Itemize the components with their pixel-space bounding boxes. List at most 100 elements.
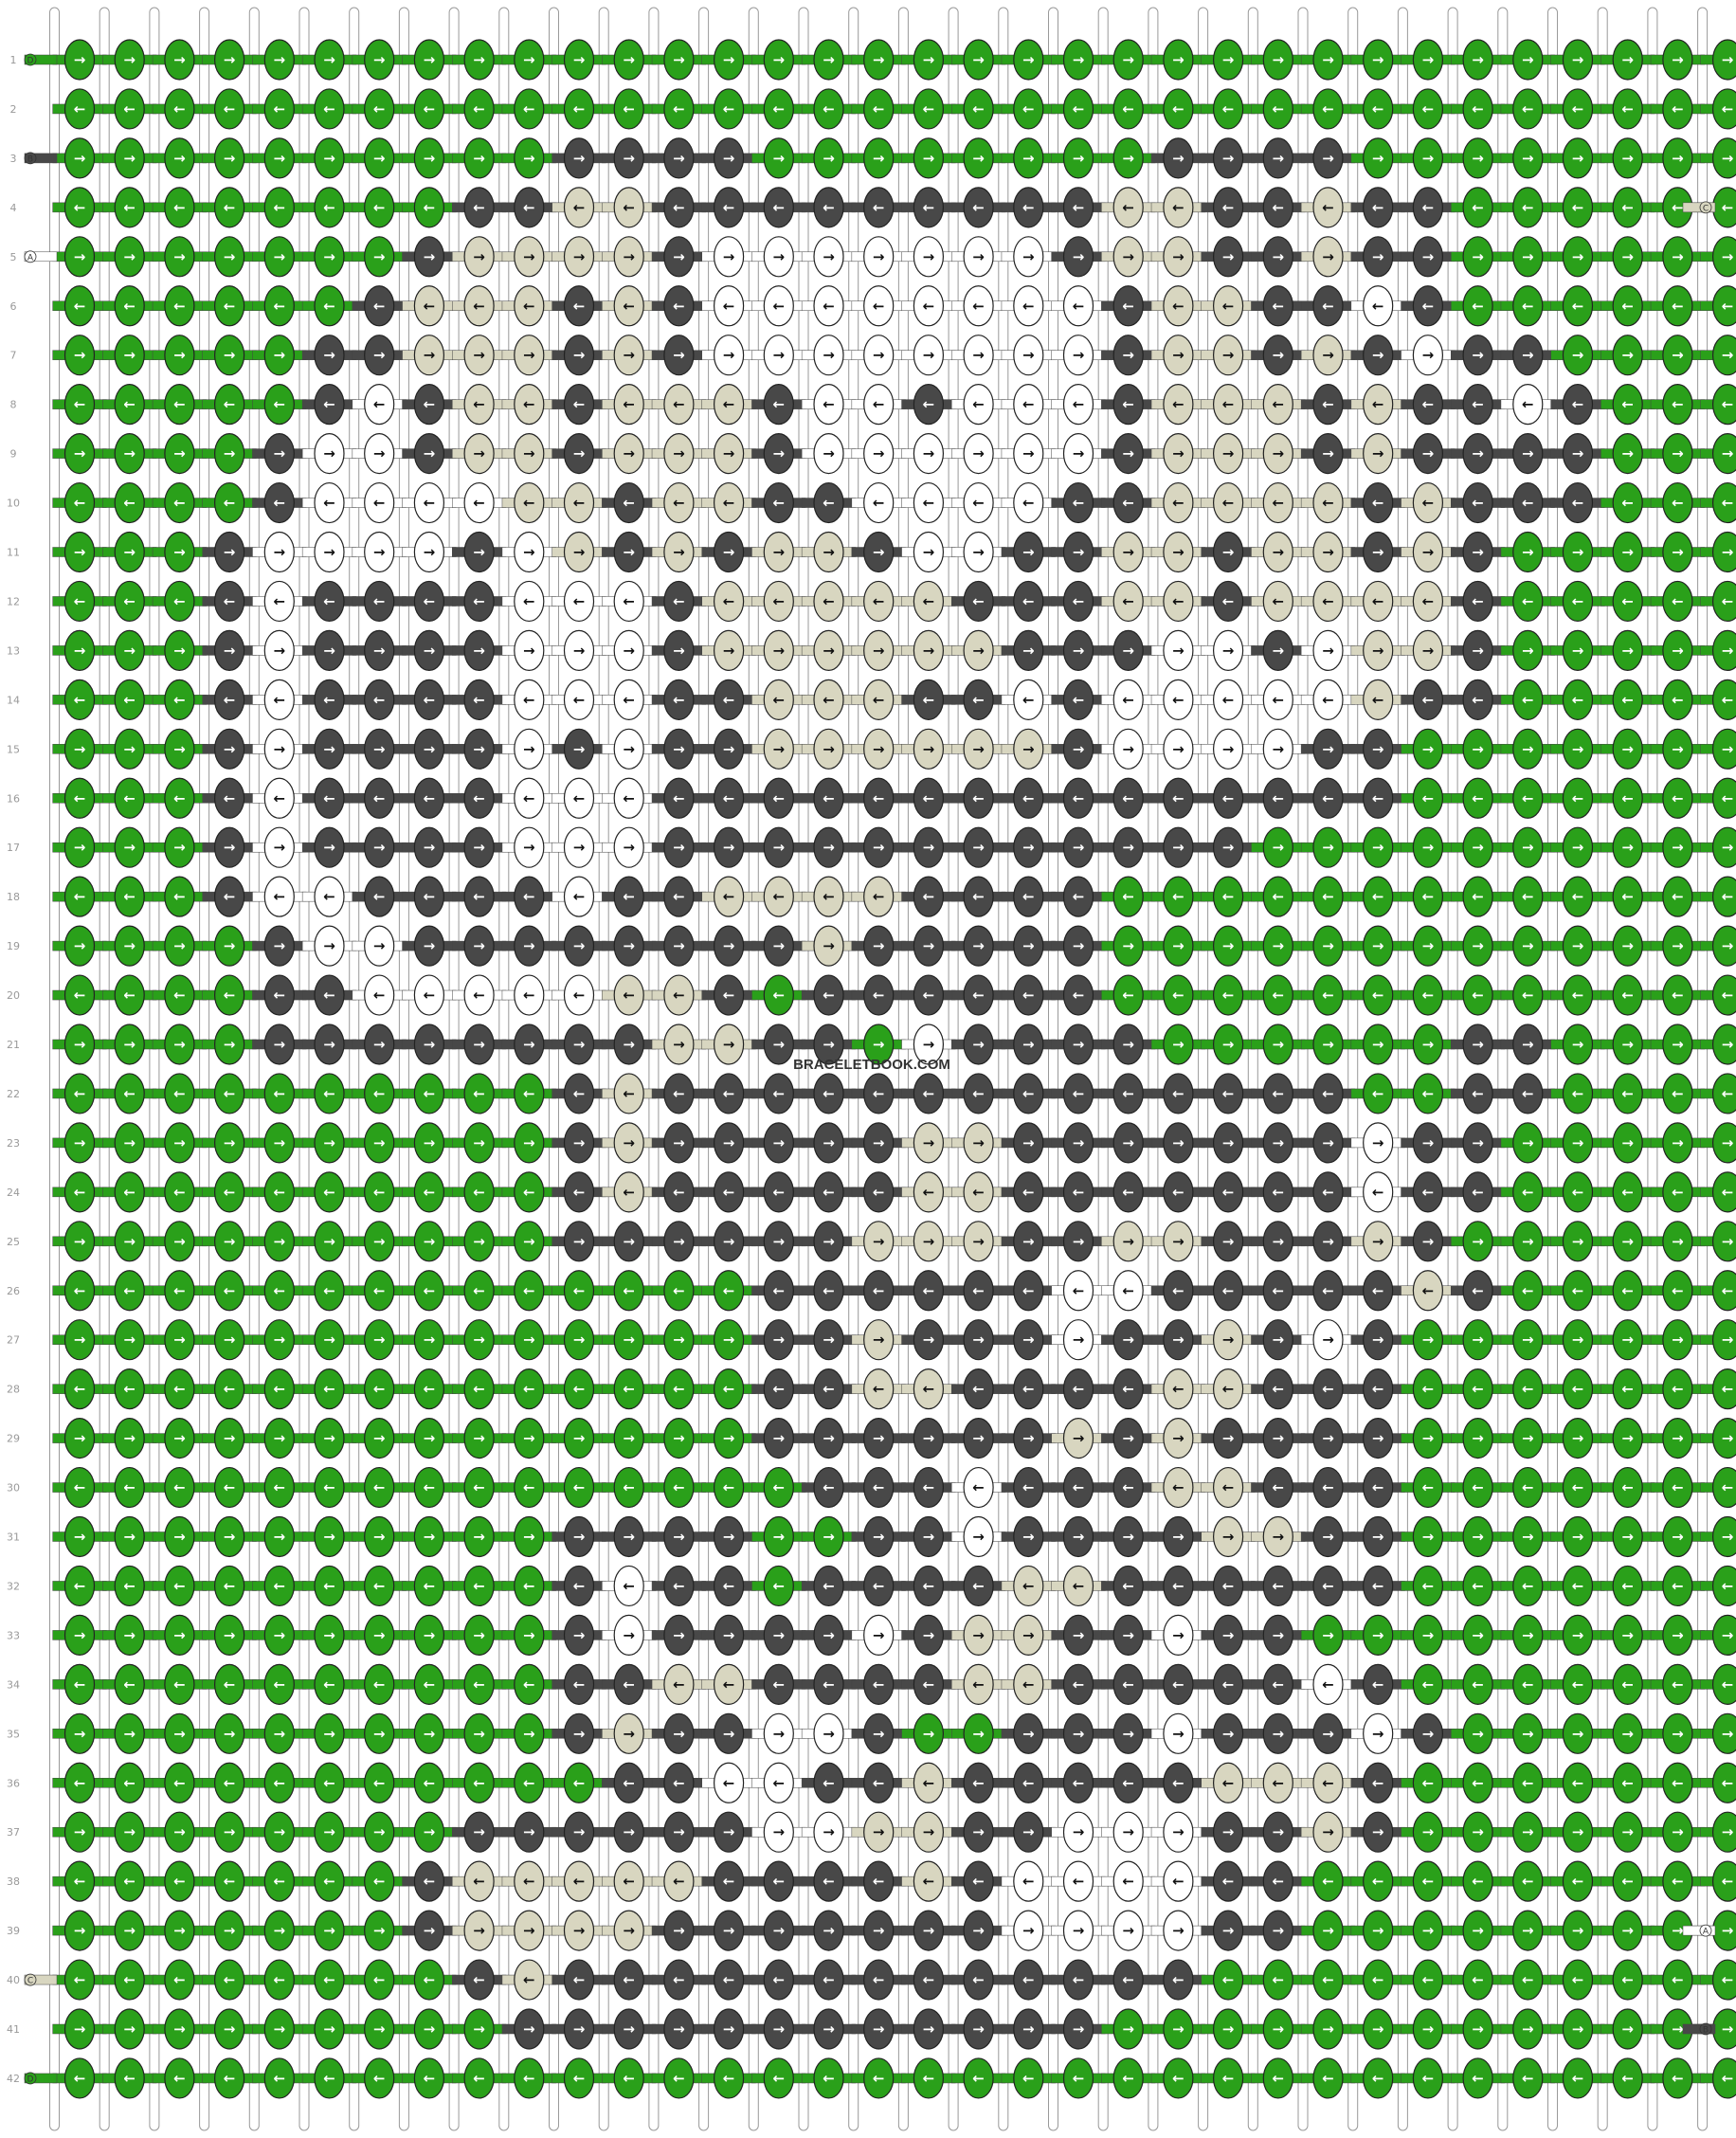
knot-direction-arrow: ← xyxy=(1073,1774,1085,1791)
knot-direction-arrow: → xyxy=(873,150,885,167)
knot-direction-arrow: ← xyxy=(1172,100,1184,118)
knot-direction-arrow: → xyxy=(673,2020,685,2038)
knot-direction-arrow: → xyxy=(1022,1332,1035,1349)
knot-direction-arrow: → xyxy=(74,642,86,659)
knot-direction-arrow: → xyxy=(773,1922,786,1939)
knot-direction-arrow: → xyxy=(1172,1725,1184,1742)
knot-direction-arrow: ← xyxy=(673,298,685,315)
knot-direction-arrow: ← xyxy=(1172,592,1184,609)
knot-direction-arrow: → xyxy=(1372,347,1384,364)
knot-direction-arrow: ← xyxy=(473,789,485,806)
knot-direction-arrow: ← xyxy=(323,987,335,1004)
knot-direction-arrow: ← xyxy=(74,1873,86,1890)
knot-direction-arrow: ← xyxy=(1672,1479,1684,1496)
knot-direction-arrow: ← xyxy=(473,1676,485,1693)
knot-direction-arrow: → xyxy=(1572,1332,1584,1349)
knot-direction-arrow: → xyxy=(473,1529,485,1546)
knot-direction-arrow: ← xyxy=(823,495,835,512)
knot-direction-arrow: ← xyxy=(74,1774,86,1791)
knot-direction-arrow: → xyxy=(1222,445,1235,462)
knot-direction-arrow: → xyxy=(274,248,286,265)
knot-direction-arrow: ← xyxy=(723,1479,735,1496)
knot-direction-arrow: → xyxy=(1422,1626,1435,1643)
knot-direction-arrow: ← xyxy=(573,396,586,413)
knot-direction-arrow: ← xyxy=(1172,888,1184,905)
knot-direction-arrow: ← xyxy=(1372,1873,1384,1890)
knot-direction-arrow: ← xyxy=(224,1479,236,1496)
knot-direction-arrow: ← xyxy=(1422,1774,1435,1791)
knot-direction-arrow: → xyxy=(424,1725,436,1742)
knot-direction-arrow: ← xyxy=(1621,691,1634,708)
row-number-left: 39 xyxy=(7,1925,20,1937)
knot-direction-arrow: → xyxy=(1122,839,1134,856)
knot-direction-arrow: → xyxy=(573,1332,586,1349)
knot-direction-arrow: → xyxy=(1022,740,1035,757)
strand-pin xyxy=(1397,7,1408,2131)
knot-direction-arrow: ← xyxy=(1422,691,1435,708)
knot-direction-arrow: ← xyxy=(673,396,685,413)
knot-direction-arrow: → xyxy=(1172,1134,1184,1151)
knot-direction-arrow: ← xyxy=(623,2070,635,2087)
knot-direction-arrow: ← xyxy=(673,1479,685,1496)
knot-direction-arrow: → xyxy=(1273,544,1285,561)
knot-direction-arrow: → xyxy=(573,248,586,265)
knot-direction-arrow: → xyxy=(773,445,786,462)
strand-pin xyxy=(1297,7,1309,2131)
knot-direction-arrow: → xyxy=(623,740,635,757)
knot-direction-arrow: → xyxy=(1372,544,1384,561)
knot-direction-arrow: ← xyxy=(773,100,786,118)
knot-direction-arrow: → xyxy=(224,1134,236,1151)
knot-direction-arrow: ← xyxy=(1722,298,1734,315)
knot-direction-arrow: ← xyxy=(1273,1774,1285,1791)
knot-direction-arrow: ← xyxy=(1372,199,1384,216)
knot-direction-arrow: → xyxy=(424,1922,436,1939)
knot-direction-arrow: ← xyxy=(1522,987,1534,1004)
knot-direction-arrow: → xyxy=(1172,937,1184,954)
knot-direction-arrow: ← xyxy=(1122,1873,1134,1890)
knot-direction-arrow: → xyxy=(473,937,485,954)
knot-direction-arrow: → xyxy=(972,150,985,167)
knot-direction-arrow: ← xyxy=(1022,987,1035,1004)
knot-direction-arrow: → xyxy=(74,839,86,856)
knot-direction-arrow: ← xyxy=(173,495,186,512)
knot-direction-arrow: ← xyxy=(823,199,835,216)
row-number-left: 17 xyxy=(7,842,20,854)
knot-direction-arrow: ← xyxy=(1672,1577,1684,1594)
knot-direction-arrow: → xyxy=(1022,544,1035,561)
knot-direction-arrow: → xyxy=(1322,1529,1334,1546)
knot-direction-arrow: ← xyxy=(473,592,485,609)
knot-direction-arrow: ← xyxy=(1172,1381,1184,1398)
knot-direction-arrow: → xyxy=(623,51,635,68)
knot-direction-arrow: → xyxy=(923,544,935,561)
knot-direction-arrow: ← xyxy=(1073,100,1085,118)
knot-direction-arrow: ← xyxy=(823,2070,835,2087)
knot-direction-arrow: ← xyxy=(923,2070,935,2087)
knot-direction-arrow: → xyxy=(373,1725,386,1742)
knot-direction-arrow: → xyxy=(1672,1332,1684,1349)
knot-direction-arrow: ← xyxy=(1172,199,1184,216)
knot-direction-arrow: → xyxy=(74,1233,86,1250)
knot-direction-arrow: → xyxy=(323,1134,335,1151)
strand-pin xyxy=(648,7,660,2131)
knot-direction-arrow: → xyxy=(424,248,436,265)
knot-direction-arrow: ← xyxy=(1722,1085,1734,1102)
knot-direction-arrow: → xyxy=(1621,937,1634,954)
knot-direction-arrow: → xyxy=(323,740,335,757)
knot-direction-arrow: ← xyxy=(323,1971,335,1988)
knot-direction-arrow: ← xyxy=(1022,1577,1035,1594)
knot-direction-arrow: → xyxy=(123,1332,136,1349)
knot-direction-arrow: → xyxy=(1222,1823,1235,1840)
knot-direction-arrow: ← xyxy=(573,1282,586,1299)
knot-direction-arrow: → xyxy=(1422,937,1435,954)
knot-direction-arrow: → xyxy=(1722,347,1734,364)
knot-direction-arrow: → xyxy=(873,1922,885,1939)
knot-direction-arrow: → xyxy=(373,1823,386,1840)
knot-direction-arrow: ← xyxy=(523,789,535,806)
knot-direction-arrow: ← xyxy=(1273,1873,1285,1890)
knot-direction-arrow: → xyxy=(123,740,136,757)
knot-direction-arrow: ← xyxy=(1722,888,1734,905)
knot-direction-arrow: → xyxy=(123,1922,136,1939)
knot-direction-arrow: ← xyxy=(1372,987,1384,1004)
knot-direction-arrow: ← xyxy=(224,1971,236,1988)
knot-direction-arrow: ← xyxy=(873,1282,885,1299)
